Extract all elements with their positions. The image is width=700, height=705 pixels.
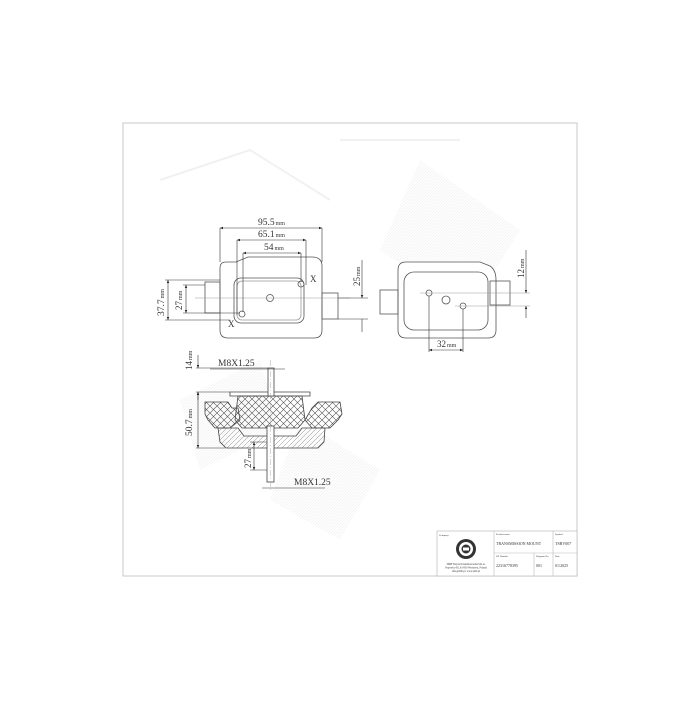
diagram-no-label: Diagram No.	[536, 555, 549, 558]
top-view	[195, 256, 350, 339]
svg-text:54mm: 54mm	[264, 243, 284, 253]
bottom-view-dimensions	[428, 250, 528, 352]
symbol-label: Symbol	[555, 533, 563, 536]
product-name-label: Product name	[496, 533, 511, 536]
diagram-no: 001	[536, 563, 542, 568]
marker-x-top: X	[310, 274, 317, 284]
dim-overall-length: 95.5	[258, 218, 275, 228]
svg-text:50.7mm: 50.7mm	[185, 409, 195, 436]
svg-text:37.7mm: 37.7mm	[157, 289, 167, 316]
svg-text:25mm: 25mm	[352, 266, 362, 286]
svg-text:95.5mm: 95.5mm	[258, 218, 285, 228]
marker-x-bottom: X	[228, 319, 235, 329]
company-label: Company	[439, 534, 449, 537]
symbol-value: TSBV007	[555, 541, 571, 546]
dim-hole-offset: 12	[516, 269, 526, 278]
dim-bottom-stud-length: 27	[243, 459, 253, 469]
thread-label-bottom: M8X1.25	[294, 478, 331, 488]
company-text-1: SMB Wojciech Adamczewski S.K.A.	[447, 563, 486, 566]
dim-hole-spacing: 32	[437, 339, 446, 349]
dim-hole-spacing-inner: 54	[264, 243, 274, 253]
dim-stud-offset: 25	[352, 277, 362, 287]
dim-hole-spacing-outer: 65.1	[258, 230, 275, 240]
top-view-markers: X X	[228, 274, 317, 329]
company-text-3: info@smb.pl, www.smb.pl	[452, 570, 480, 573]
thread-label-top: M8X1.25	[218, 359, 255, 369]
bottom-view	[379, 261, 530, 339]
bottom-view-dim-labels: 12mm 32mm	[437, 258, 526, 349]
dim-top-stud-height: 14	[184, 361, 194, 371]
svg-text:14mm: 14mm	[184, 350, 194, 370]
svg-text:65.1mm: 65.1mm	[258, 230, 285, 240]
product-name: TRANSMISSION MOUNT	[496, 541, 542, 546]
date-value: 01/2025	[555, 563, 568, 568]
top-view-dimensions	[165, 226, 368, 332]
top-view-dim-labels: 95.5mm 65.1mm 54mm 37.7mm 27mm 25mm	[157, 218, 362, 316]
company-text-2: Popowice 65, 61-000 Wschowa, Poland	[445, 567, 487, 570]
section-view-dimensions	[196, 355, 325, 489]
company-logo	[456, 539, 476, 559]
svg-text:32mm: 32mm	[437, 339, 457, 349]
dim-inner-width: 27	[174, 301, 184, 311]
section-view	[204, 360, 343, 490]
dim-body-height: 50.7	[185, 419, 195, 436]
oe-number-label: OE Number	[496, 555, 508, 558]
section-view-dim-labels: 14mm 50.7mm 27mm M8X1.25 M8X1.25	[184, 350, 331, 488]
title-block: Company SMB Wojciech Adamczewski S.K.A. …	[436, 530, 578, 577]
dim-overall-width: 37.7	[157, 299, 167, 316]
svg-text:27mm: 27mm	[174, 290, 184, 310]
date-label: Date	[555, 555, 561, 558]
svg-text:12mm: 12mm	[516, 258, 526, 278]
oe-number: 22316778395	[496, 563, 518, 568]
svg-text:27mm: 27mm	[243, 448, 253, 468]
